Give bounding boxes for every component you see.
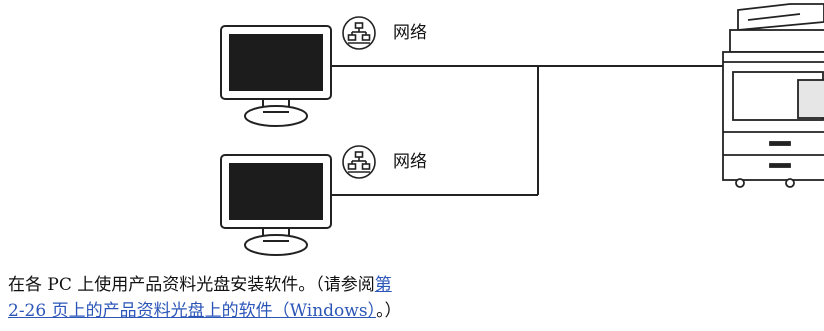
printer-icon (722, 3, 824, 188)
computer-monitor-icon (220, 25, 332, 127)
connection-lines (331, 65, 723, 196)
reference-link-continued[interactable]: 2-26 页上的产品资料光盘上的软件（Windows） (8, 301, 377, 321)
network-label: 网络 (393, 23, 427, 43)
reference-link[interactable]: 第 (374, 275, 392, 295)
network-icon (342, 16, 376, 50)
caption-text: 在各 PC 上使用产品资料光盘安装软件。（请参阅第 2-26 页上的产品资料光盘上… (8, 272, 788, 324)
network-icon (342, 145, 376, 179)
computer-monitor-icon (220, 154, 332, 256)
network-label: 网络 (393, 152, 427, 172)
caption-body: 在各 PC 上使用产品资料光盘安装软件。（请参阅 (8, 275, 375, 295)
caption-suffix: 。） (376, 301, 402, 321)
